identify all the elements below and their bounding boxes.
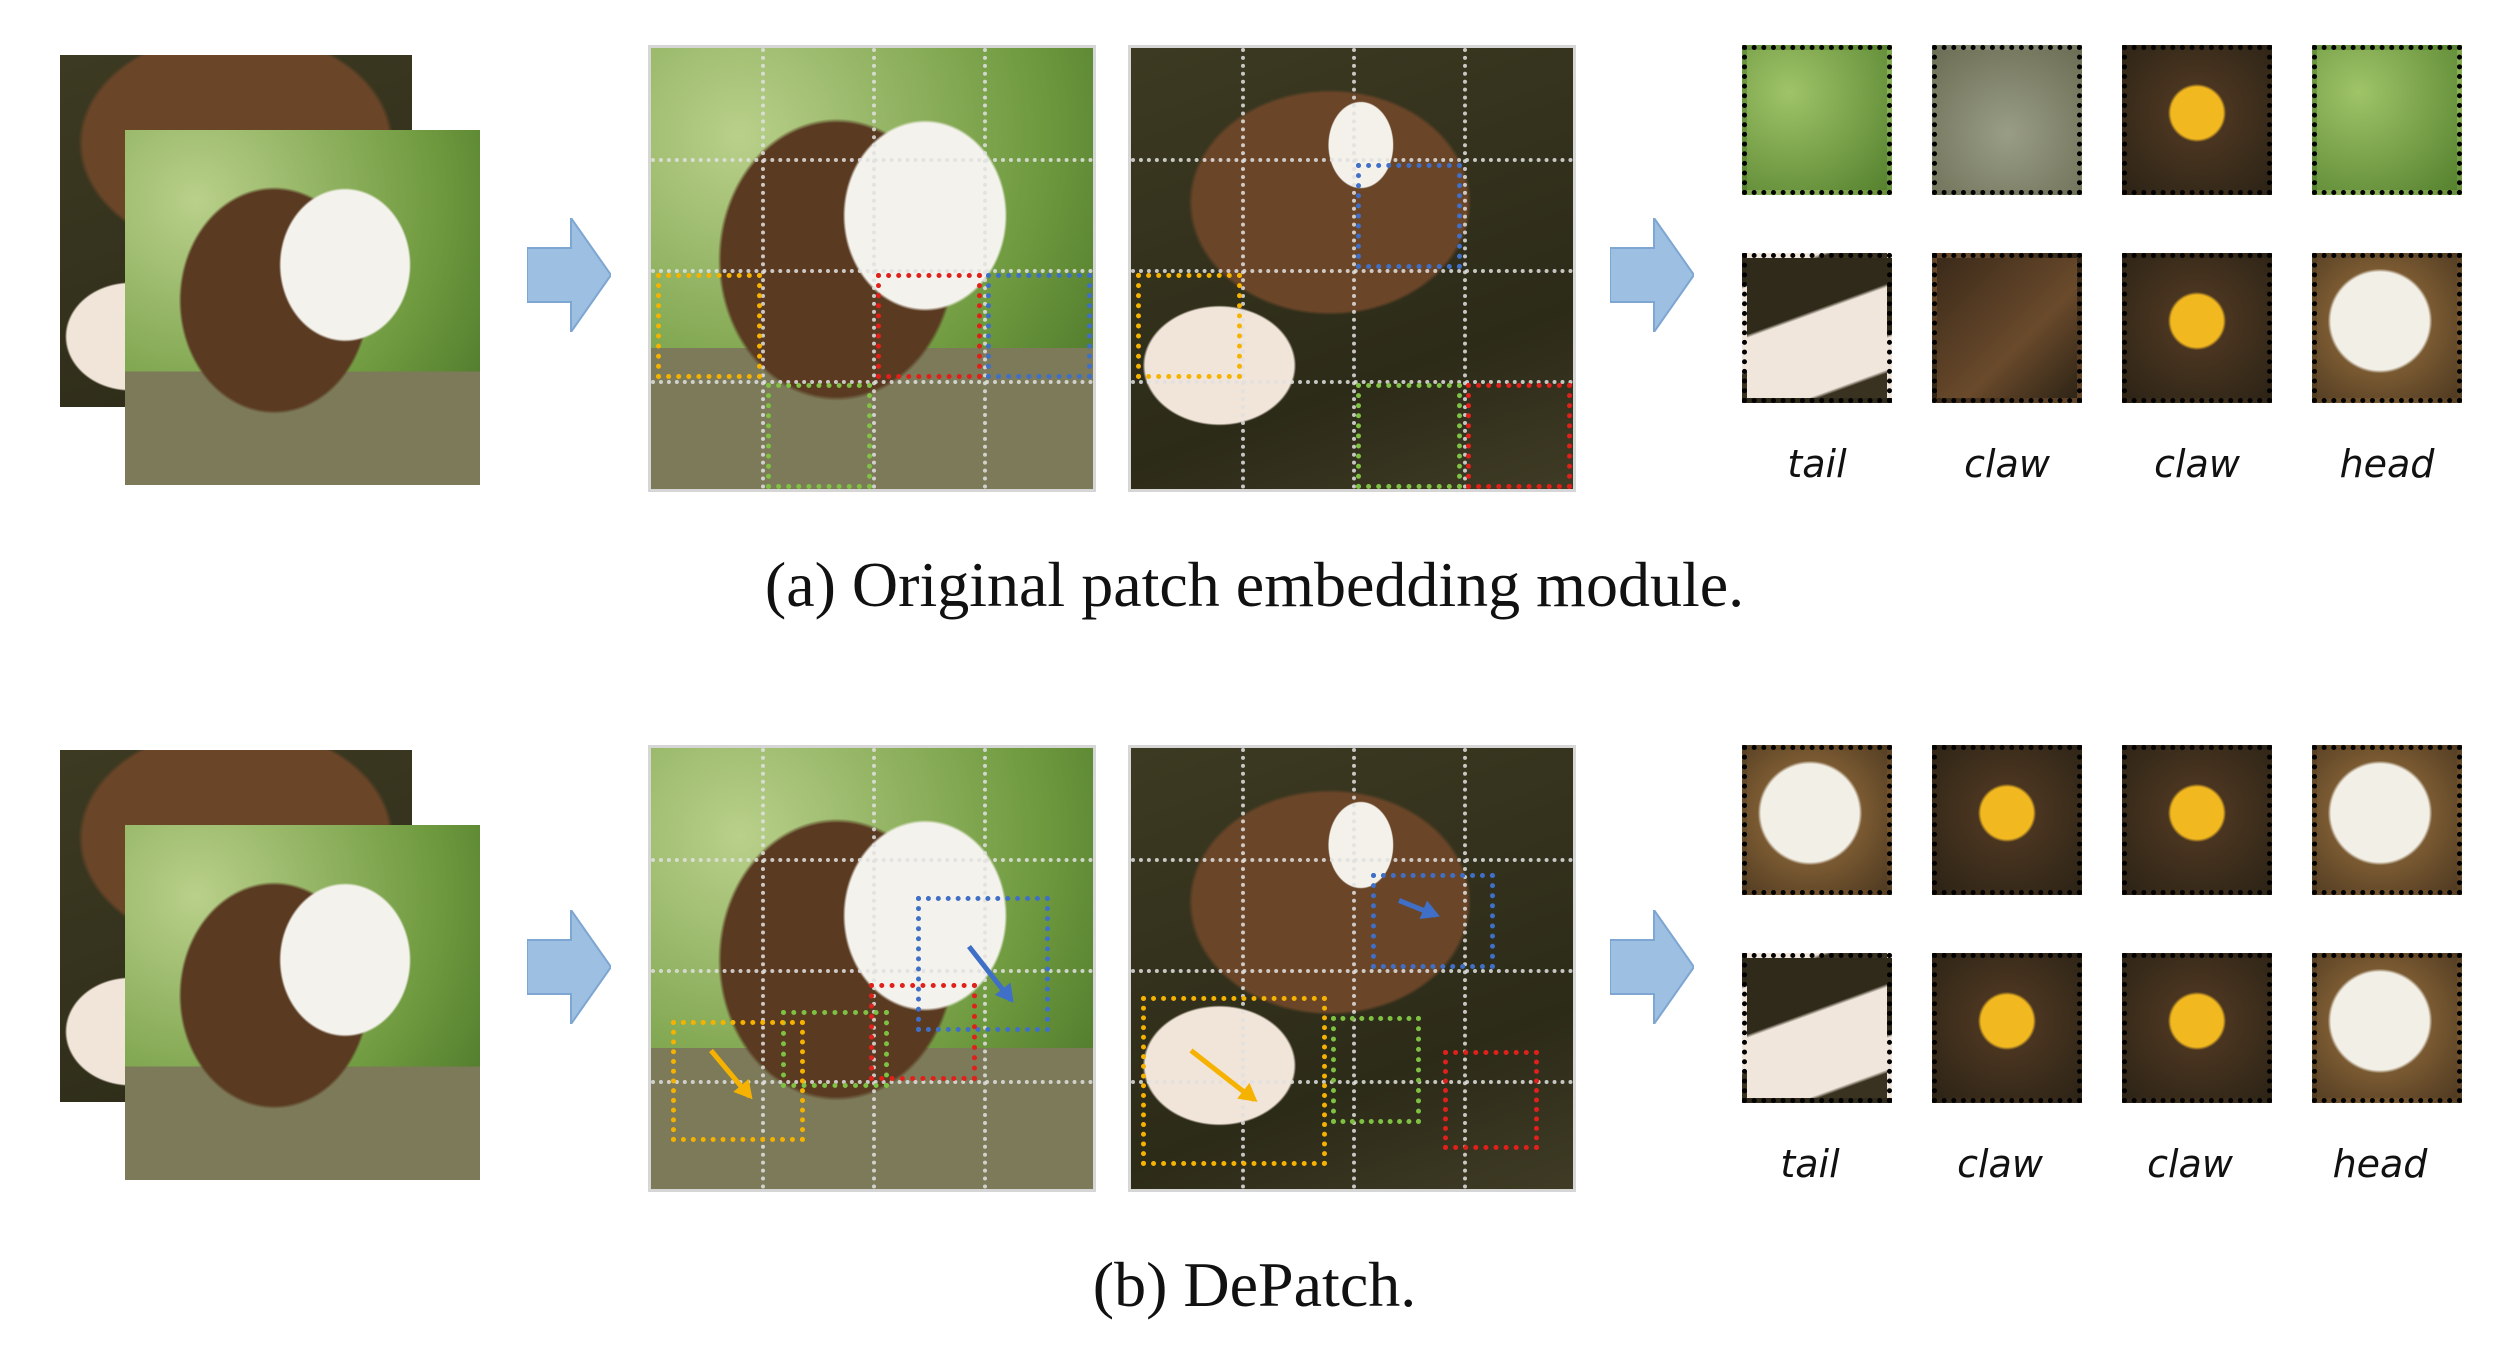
- patch-head-box: [986, 273, 1092, 379]
- patch-claw-red-box: [1466, 383, 1572, 489]
- patch-label-head: head: [2339, 442, 2435, 486]
- patch-claw-green-box: [1356, 383, 1462, 489]
- grid-image-flight: [1128, 745, 1576, 1192]
- deformed-head-box: [1371, 873, 1495, 969]
- flow-arrow-icon: [1610, 218, 1694, 332]
- input-image-front: [125, 130, 480, 485]
- patch-tile-claw-red-2: [2122, 953, 2272, 1103]
- deformed-claw-red-box: [1443, 1050, 1539, 1150]
- patch-tile-claw-red-1: [2122, 45, 2272, 195]
- panel-a: tail claw claw head (a) Original patch e…: [0, 0, 2509, 660]
- patch-tile-tail-1: [1742, 45, 1892, 195]
- patch-tile-claw-green-2: [1932, 953, 2082, 1103]
- patch-tile-head-1: [2312, 45, 2462, 195]
- patch-head-box: [1356, 163, 1462, 269]
- grid-image-perch: [648, 745, 1096, 1192]
- patch-tile-head-2: [2312, 253, 2462, 403]
- deformed-claw-green-box: [1331, 1016, 1421, 1124]
- input-image-front: [125, 825, 480, 1180]
- patch-label-claw: claw: [1964, 442, 2050, 486]
- flow-arrow-icon: [527, 910, 611, 1024]
- patch-tile-claw-red-2: [2122, 253, 2272, 403]
- flow-arrow-icon: [527, 218, 611, 332]
- grid-image-flight: [1128, 45, 1576, 492]
- patch-label-head: head: [2332, 1142, 2428, 1186]
- patch-tile-head-1: [2312, 745, 2462, 895]
- deformed-claw-green-box: [781, 1010, 889, 1088]
- patch-tail-box: [656, 273, 762, 379]
- deformed-head-box: [916, 896, 1050, 1032]
- patch-label-claw: claw: [1957, 1142, 2043, 1186]
- deformed-tail-box: [671, 1020, 805, 1142]
- patch-claw-green-box: [766, 383, 872, 489]
- grid-image-perch: [648, 45, 1096, 492]
- patch-tile-claw-green-1: [1932, 45, 2082, 195]
- patch-tile-claw-green-2: [1932, 253, 2082, 403]
- patch-tile-claw-green-1: [2122, 745, 2272, 895]
- patch-label-tail: tail: [1780, 1142, 1840, 1186]
- patch-tile-tail-2: [1742, 253, 1892, 403]
- patch-label-claw: claw: [2154, 442, 2240, 486]
- caption-a: (a) Original patch embedding module.: [764, 549, 1745, 620]
- patch-tile-claw-red-1: [1932, 745, 2082, 895]
- patch-tile-head-2: [2312, 953, 2462, 1103]
- deformed-tail-box: [1141, 996, 1327, 1166]
- flow-arrow-icon: [1610, 910, 1694, 1024]
- patch-claw-red-box: [876, 273, 982, 379]
- patch-label-tail: tail: [1787, 442, 1847, 486]
- deformed-claw-red-box: [869, 983, 977, 1081]
- panel-b: tail claw claw head (b) DePatch.: [0, 700, 2509, 1360]
- patch-tile-tail-2: [1742, 953, 1892, 1103]
- patch-tail-box: [1136, 273, 1242, 379]
- patch-label-claw: claw: [2147, 1142, 2233, 1186]
- caption-b: (b) DePatch.: [1092, 1249, 1417, 1320]
- patch-tile-tail-1: [1742, 745, 1892, 895]
